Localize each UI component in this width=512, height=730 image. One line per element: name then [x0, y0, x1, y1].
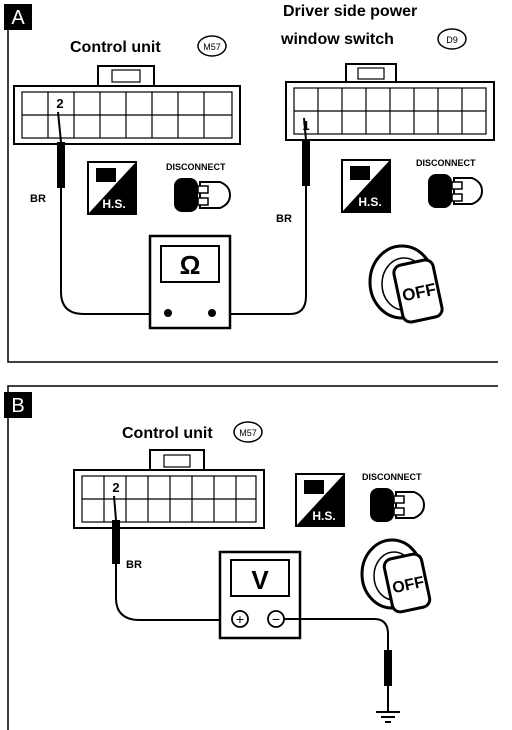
ground-wire	[284, 618, 392, 712]
disconnect-label-b: DISCONNECT	[362, 472, 422, 482]
volt-symbol: V	[251, 565, 269, 595]
hs-label-right: H.S.	[358, 195, 381, 209]
panel-b-border	[7, 385, 498, 730]
voltmeter: V + −	[218, 550, 302, 640]
disconnect-icon-b	[370, 488, 426, 522]
terminal-plus: +	[236, 611, 244, 627]
wire-color-right-a: BR	[276, 213, 292, 225]
ignition-key-off-icon-b: OFF	[360, 538, 432, 614]
ignition-key-off-icon-a: OFF	[368, 244, 444, 324]
wire-color-b: BR	[126, 559, 142, 571]
pin-2-label-b: 2	[112, 480, 119, 495]
key-off-label-b: OFF	[391, 574, 426, 597]
hs-icon-left: H.S.	[87, 161, 137, 215]
wire-left-a	[57, 111, 165, 315]
disconnect-label-right: DISCONNECT	[416, 158, 476, 168]
wire-color-left-a: BR	[30, 193, 46, 205]
terminal-minus: −	[272, 611, 280, 627]
panel-b-badge: B	[4, 392, 32, 418]
panel-a-badge: A	[4, 4, 32, 30]
control-unit-connector-b: 2	[73, 449, 265, 529]
wire-right-a	[212, 117, 310, 315]
panel-b-badge-label: B	[11, 395, 24, 417]
control-unit-code-a-text: M57	[203, 42, 221, 52]
control-unit-label-b: Control unit	[122, 425, 213, 442]
control-unit-connector-a: 2	[13, 65, 241, 145]
hs-label-left: H.S.	[102, 197, 125, 211]
ground-icon	[376, 711, 400, 723]
panel-b: B Control unit M57 2	[4, 385, 498, 730]
switch-code-text: D9	[446, 35, 458, 45]
panel-a-border	[7, 4, 498, 363]
switch-label-line1: Driver side power	[283, 3, 417, 20]
hs-icon-b: H.S.	[295, 473, 345, 527]
control-unit-code-b: M57	[233, 421, 263, 443]
switch-connector: 1	[285, 63, 495, 141]
ohmmeter: Ω	[148, 234, 232, 330]
control-unit-code-b-text: M57	[239, 428, 257, 438]
pin-2-label-a: 2	[56, 96, 63, 111]
control-unit-code-a: M57	[197, 35, 227, 57]
hs-label-b: H.S.	[312, 509, 335, 523]
panel-a-badge-label: A	[11, 7, 25, 29]
disconnect-icon-left	[174, 178, 232, 212]
pin-1-label: 1	[302, 118, 309, 133]
hs-icon-right: H.S.	[341, 159, 391, 213]
panel-a: A Control unit M57 Driver side power win…	[4, 3, 498, 363]
disconnect-label-left: DISCONNECT	[166, 162, 226, 172]
switch-code: D9	[437, 28, 467, 50]
wire-b	[112, 495, 232, 621]
ohm-symbol: Ω	[180, 250, 201, 280]
disconnect-icon-right	[428, 174, 484, 208]
switch-label-line2: window switch	[280, 31, 394, 48]
control-unit-label-a: Control unit	[70, 39, 161, 56]
